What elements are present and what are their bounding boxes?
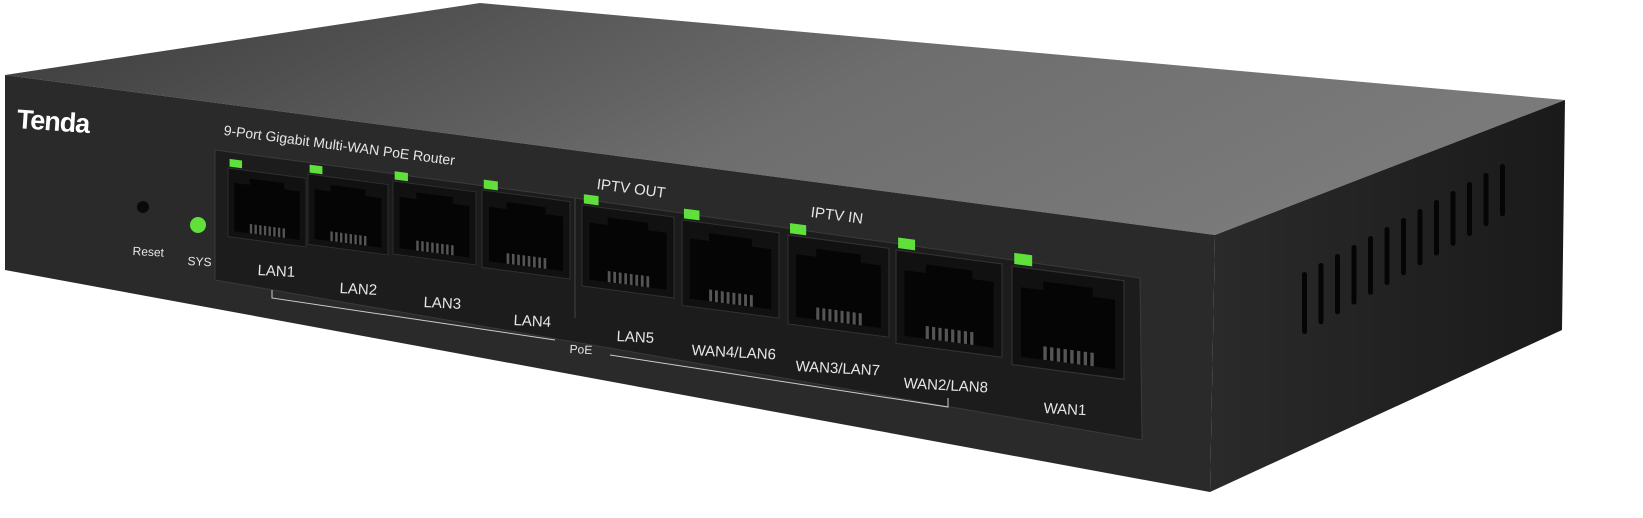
- port-led: [229, 158, 243, 169]
- vent-slot: [1384, 227, 1390, 285]
- sys-led: [190, 217, 206, 233]
- ethernet-port-wan4-lan6[interactable]: [681, 208, 780, 319]
- sys-label: SYS: [187, 254, 212, 270]
- ethernet-port-wan2-lan8[interactable]: [895, 237, 1003, 358]
- ethernet-port-lan5[interactable]: [581, 194, 675, 299]
- port-led: [483, 179, 498, 191]
- vent-slot: [1335, 254, 1340, 315]
- ethernet-port-wan3-lan7[interactable]: [787, 223, 890, 338]
- vent-slot: [1318, 263, 1324, 325]
- ethernet-port-lan1[interactable]: [227, 158, 307, 248]
- reset-button[interactable]: [137, 201, 149, 213]
- port-led: [898, 237, 916, 251]
- port-label: LAN1: [257, 262, 296, 281]
- side-vents: [1302, 164, 1505, 334]
- poe-label: PoE: [569, 342, 593, 358]
- brand-logo: Tenda: [15, 104, 91, 139]
- vent-slot: [1467, 182, 1472, 236]
- poe-bracket-right: [609, 354, 949, 408]
- vent-slot: [1450, 191, 1456, 246]
- vent-slot: [1483, 173, 1489, 227]
- vent-slot: [1368, 236, 1373, 295]
- poe-bracket-left: [271, 290, 556, 341]
- ethernet-port-lan2[interactable]: [307, 164, 389, 256]
- ethernet-port-lan3[interactable]: [392, 171, 477, 266]
- port-led: [583, 194, 599, 206]
- ethernet-port-lan4[interactable]: [481, 179, 571, 280]
- vent-slot: [1401, 218, 1406, 276]
- top-face: [5, 3, 1565, 235]
- port-led: [790, 223, 807, 236]
- vent-slot: [1302, 272, 1307, 334]
- port-label: LAN3: [423, 294, 462, 313]
- side-face: [1210, 100, 1565, 492]
- port-led: [309, 164, 323, 175]
- ethernet-port-wan1[interactable]: [1011, 252, 1125, 380]
- port-label: LAN4: [513, 312, 552, 331]
- vent-slot: [1500, 164, 1505, 217]
- port-led: [1014, 252, 1033, 267]
- port-label: WAN1: [1043, 400, 1087, 420]
- vent-slot: [1351, 245, 1357, 305]
- vent-slot: [1417, 209, 1423, 266]
- port-led: [683, 208, 700, 221]
- port-label: LAN5: [616, 328, 655, 347]
- reset-label: Reset: [132, 244, 165, 260]
- port-led: [394, 171, 408, 182]
- vent-slot: [1434, 200, 1439, 256]
- port-label: LAN2: [339, 280, 378, 299]
